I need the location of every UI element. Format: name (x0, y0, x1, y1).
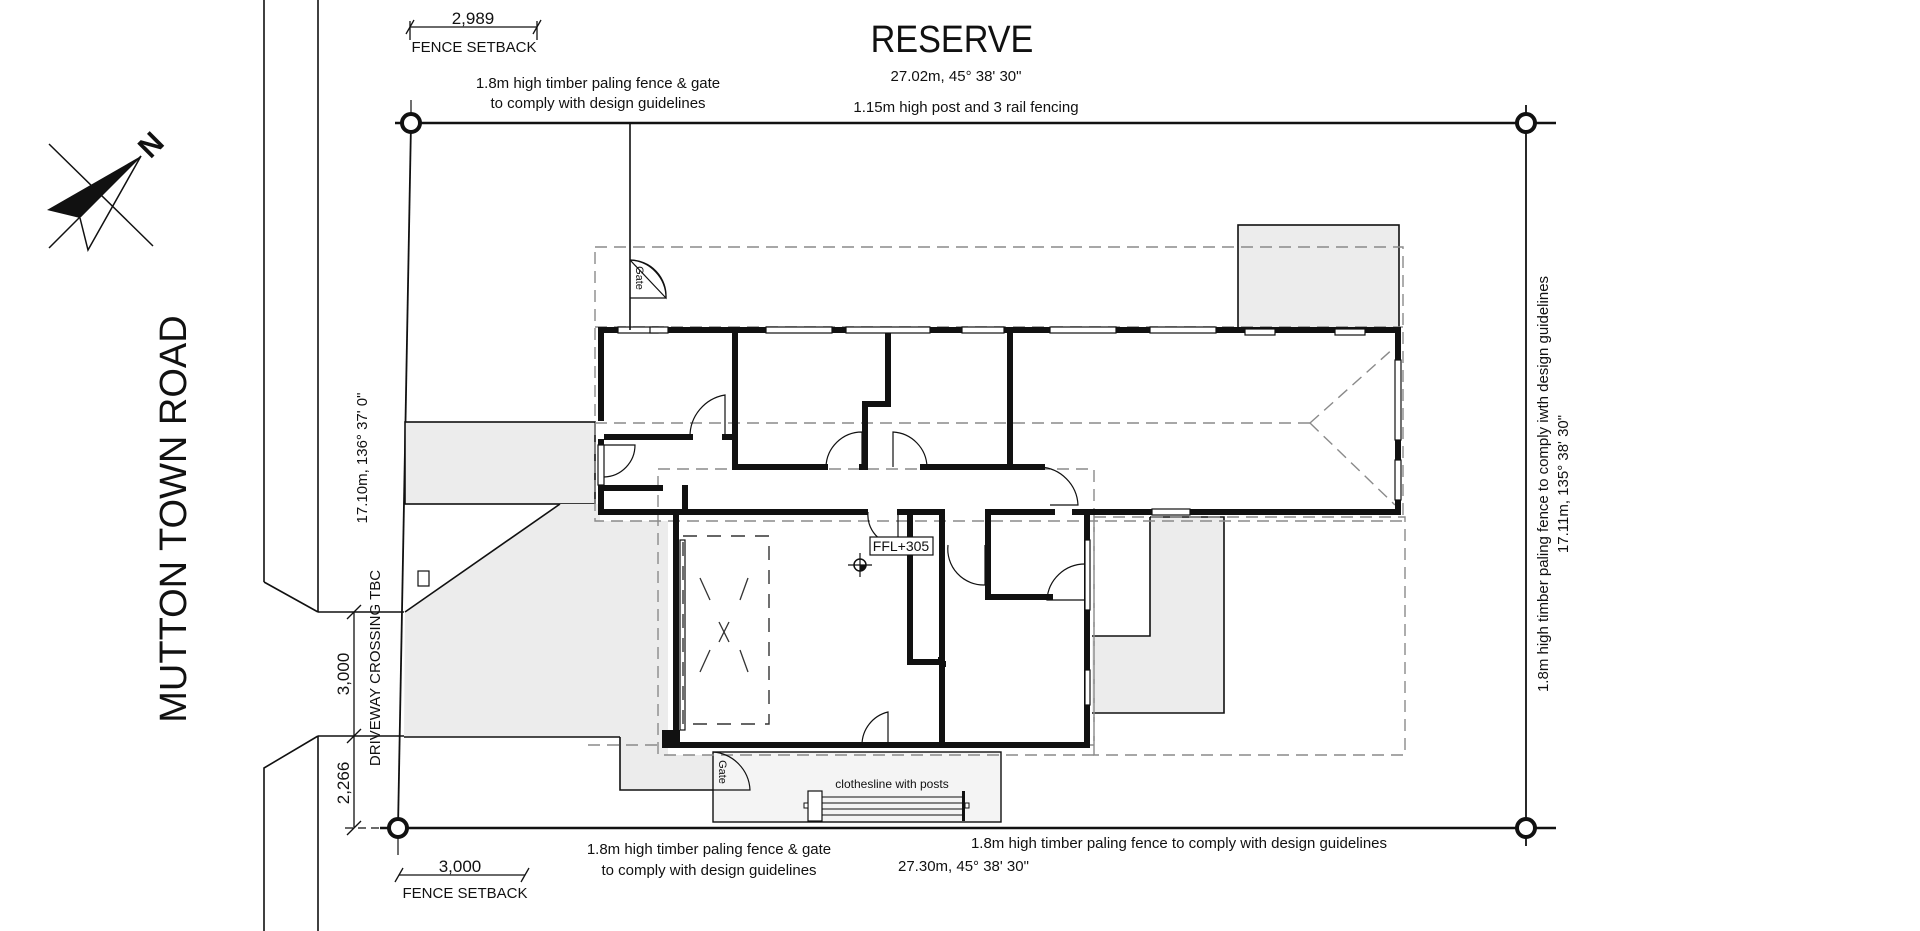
bottom-boundary-dimension: 27.30m, 45° 38' 30" (898, 858, 1029, 875)
peg-bottom-right-icon (1515, 817, 1537, 839)
right-fence-label: 1.8m high timber paling fence to comply … (1535, 276, 1552, 692)
left-boundary-dimension: 17.10m, 136° 37' 0" (354, 393, 371, 524)
gate-swings (629, 123, 751, 791)
top-left-fence-line2: to comply with design guidelines (490, 95, 705, 112)
dimension-lines (345, 19, 542, 883)
clothesline-label: clothesline with posts (835, 777, 948, 791)
boundary-pegs (387, 112, 1537, 839)
bottom-setback-value: 3,000 (439, 857, 482, 876)
ffl-label: FFL+305 (873, 538, 930, 554)
top-setback-label: FENCE SETBACK (411, 39, 536, 56)
top-left-fence-line1: 1.8m high timber paling fence & gate (476, 75, 720, 92)
bottom-left-fence-line2: to comply with design guidelines (601, 862, 816, 879)
bottom-left-fence-line1: 1.8m high timber paling fence & gate (587, 841, 831, 858)
windows (597, 326, 1402, 731)
top-boundary-dimension: 27.02m, 45° 38' 30" (891, 68, 1022, 85)
top-fence-label: 1.15m high post and 3 rail fencing (853, 99, 1078, 116)
property-boundary (380, 100, 1556, 855)
door-swings (603, 394, 1086, 746)
car-space-outline (682, 535, 770, 725)
bottom-setback-label: FENCE SETBACK (402, 885, 527, 902)
right-boundary-dimension: 17.11m, 135° 38' 30" (1555, 415, 1572, 553)
road-kerb-lines (263, 0, 404, 931)
bottom-fence-label: 1.8m high timber paling fence to comply … (971, 835, 1387, 852)
peg-bottom-left-icon (387, 817, 409, 839)
reserve-label: RESERVE (871, 17, 1034, 60)
peg-top-right-icon (1515, 112, 1537, 134)
clothesline-yard (712, 751, 1002, 823)
car-space-marks (699, 577, 749, 673)
top-setback-value: 2,989 (452, 9, 495, 28)
road-name-label: MUTTON TOWN ROAD (153, 315, 195, 722)
driveway-offset-value: 2,266 (334, 762, 353, 805)
meter-box (417, 570, 430, 587)
gate-bottom-label: Gate (716, 760, 728, 784)
paving-areas (404, 224, 1400, 791)
driveway-crossing-label: DRIVEWAY CROSSING TBC (367, 570, 384, 766)
gate-top-label: Gate (633, 266, 645, 290)
ffl-marker: FFL+305 (848, 536, 934, 577)
peg-top-left-icon (400, 112, 422, 134)
driveway-width-value: 3,000 (334, 653, 353, 696)
